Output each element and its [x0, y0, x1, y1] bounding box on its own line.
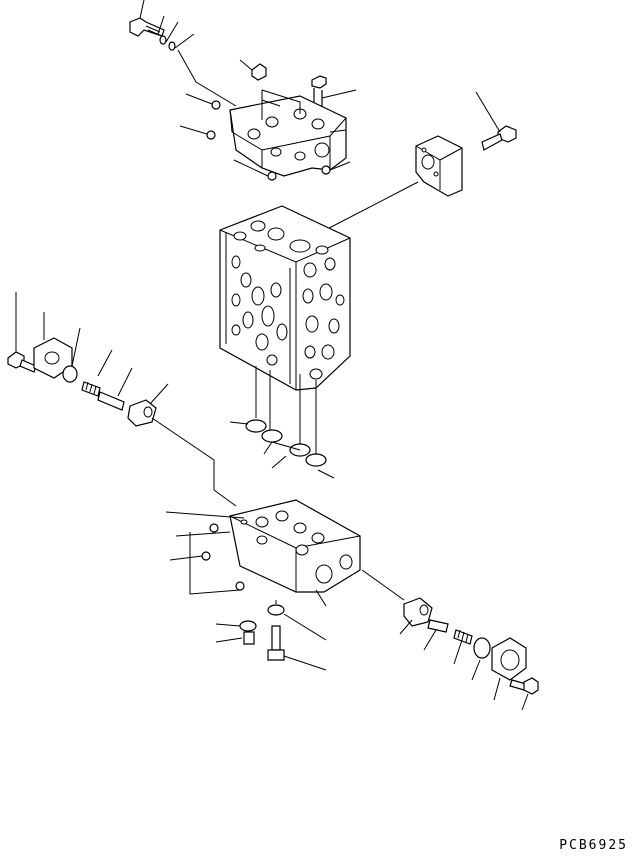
right-flange: [491, 637, 527, 701]
right-o-ring: [471, 637, 491, 681]
left-spring: [81, 349, 113, 397]
right-cap: [361, 569, 433, 635]
top-cover-block: [229, 89, 347, 177]
lower-washer: [267, 600, 327, 641]
leader-lower-block: [315, 589, 327, 607]
right-spring: [453, 629, 473, 665]
top-plug-small: [239, 59, 267, 81]
top-washer-small: [159, 35, 176, 51]
lower-small-plugs: [169, 523, 245, 595]
left-bolt: [7, 292, 37, 373]
drawing-code: PCB6925: [559, 838, 628, 853]
right-spool: [423, 619, 449, 651]
leader-lines-top-bolt: [139, 0, 237, 107]
top-bolt-small: [129, 17, 165, 37]
left-cap: [127, 383, 237, 507]
lower-bolt-long: [267, 625, 327, 671]
top-small-plugs: [179, 93, 351, 181]
left-o-ring: [62, 327, 81, 383]
flange-cover-right: [415, 135, 463, 197]
flange-bolt-right: [475, 91, 517, 151]
left-spool: [97, 367, 133, 411]
main-valve-block: [219, 205, 351, 391]
lower-plugs-left: [215, 620, 257, 645]
o-rings-lower: [229, 366, 335, 479]
lower-valve-block: [165, 499, 361, 593]
right-bolt: [509, 677, 539, 711]
